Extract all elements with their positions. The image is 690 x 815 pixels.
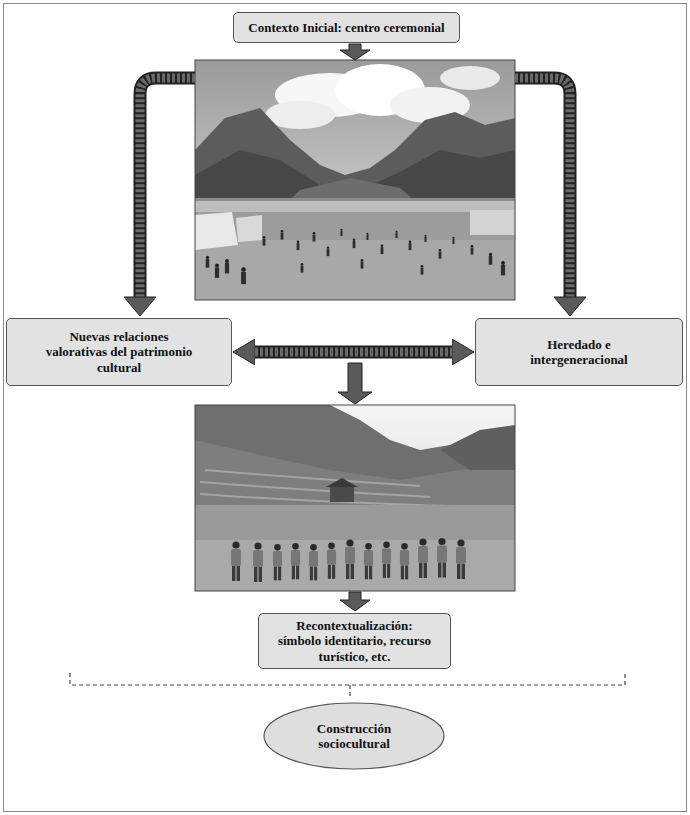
- context-box: Contexto Inicial: centro ceremonial: [233, 12, 460, 43]
- text-block: Construcción sociocultural: [304, 721, 404, 752]
- outcome-box: Recontextualización: símbolo identitario…: [258, 613, 451, 669]
- text-block: Recontextualización: símbolo identitario…: [277, 618, 432, 664]
- node-label: Heredado e intergeneracional: [517, 337, 642, 368]
- double-arrow: [255, 352, 452, 353]
- flow-arrow: [554, 297, 586, 316]
- text-block: Nuevas relaciones valorativas del patrim…: [44, 329, 194, 375]
- text-block: Heredado e intergeneracional: [517, 337, 642, 368]
- node-label: Recontextualización: símbolo identitario…: [277, 618, 432, 664]
- result-ellipse: Construcción sociocultural: [263, 702, 445, 770]
- flow-arrow: [338, 363, 372, 404]
- photo-border: [195, 405, 515, 591]
- node-label: Contexto Inicial: centro ceremonial: [248, 20, 444, 35]
- figure-frame: [4, 4, 687, 812]
- flow-arrow: [140, 78, 195, 298]
- process-box: Heredado e intergeneracional: [475, 318, 683, 386]
- flow-arrow: [515, 78, 570, 298]
- node-label: Nuevas relaciones valorativas del patrim…: [44, 329, 194, 375]
- photo-border: [195, 60, 515, 300]
- flow-arrow: [124, 297, 156, 316]
- process-box: Nuevas relaciones valorativas del patrim…: [6, 318, 232, 386]
- visitor-group-photo: [195, 405, 515, 591]
- connector-outline: [255, 346, 452, 359]
- connector-line: [255, 348, 452, 357]
- grouping-bracket: [349, 685, 350, 698]
- node-label: Construcción sociocultural: [304, 721, 404, 752]
- ceremonial-center-photo: [195, 60, 515, 300]
- flow-arrow: [340, 44, 370, 60]
- grouping-bracket: [70, 673, 625, 685]
- flow-arrow: [340, 592, 370, 611]
- text-block: Contexto Inicial: centro ceremonial: [248, 20, 444, 35]
- flow-arrow: [140, 78, 195, 298]
- flow-arrow: [515, 78, 570, 298]
